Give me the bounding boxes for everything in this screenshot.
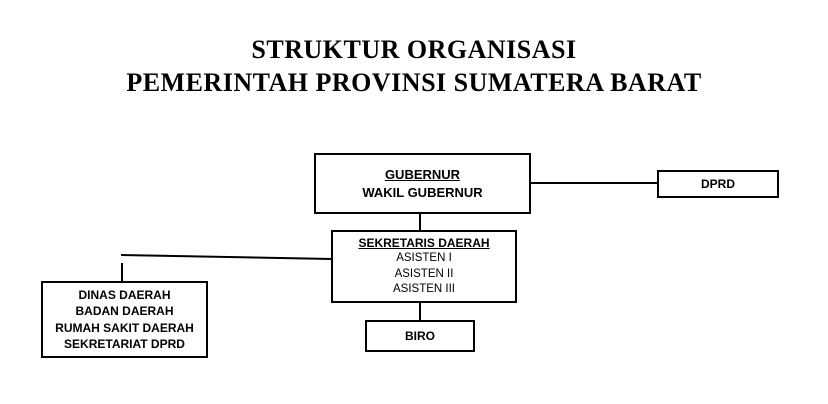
- node-dinas-line-1: DINAS DAERAH: [78, 288, 171, 303]
- chart-title-line-2: PEMERINTAH PROVINSI SUMATERA BARAT: [126, 67, 702, 97]
- node-sekretaris-line-3: ASISTEN II: [394, 267, 454, 280]
- node-dprd-line-1: DPRD: [700, 176, 735, 191]
- node-dinas-daerah[interactable]: DINAS DAERAH BADAN DAERAH RUMAH SAKIT DA…: [41, 281, 208, 358]
- node-dinas-line-4: SEKRETARIAT DPRD: [64, 336, 185, 351]
- connector-gubernur-to-dprd: [531, 182, 657, 184]
- connector-sekretaris-to-biro: [419, 302, 421, 321]
- connector-sekretaris-to-dinas-horizontal: [121, 253, 333, 260]
- node-dinas-line-3: RUMAH SAKIT DAERAH: [55, 320, 194, 335]
- node-sekretaris-daerah[interactable]: SEKRETARIS DAERAH ASISTEN I ASISTEN II A…: [331, 230, 517, 303]
- node-dinas-line-2: BADAN DAERAH: [75, 304, 174, 319]
- chart-title: STRUKTUR ORGANISASI PEMERINTAH PROVINSI …: [0, 34, 828, 99]
- node-biro-line-1: BIRO: [405, 328, 435, 343]
- connector-gubernur-to-sekretaris: [419, 213, 421, 231]
- node-sekretaris-line-2: ASISTEN I: [396, 252, 452, 265]
- node-gubernur[interactable]: GUBERNUR WAKIL GUBERNUR: [314, 153, 531, 214]
- node-dprd[interactable]: DPRD: [657, 170, 779, 198]
- node-sekretaris-line-1: SEKRETARIS DAERAH: [358, 236, 490, 251]
- node-sekretaris-line-4: ASISTEN III: [393, 283, 455, 296]
- node-gubernur-line-1: GUBERNUR: [384, 166, 461, 182]
- chart-title-line-1: STRUKTUR ORGANISASI: [251, 35, 577, 64]
- node-biro[interactable]: BIRO: [365, 320, 475, 352]
- node-gubernur-line-2: WAKIL GUBERNUR: [362, 184, 483, 200]
- connector-sekretaris-to-dinas-vertical: [121, 263, 123, 283]
